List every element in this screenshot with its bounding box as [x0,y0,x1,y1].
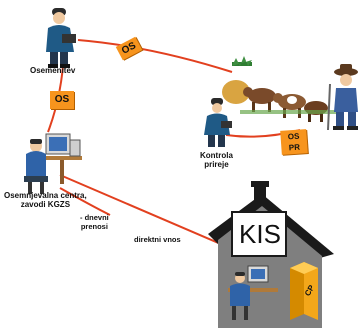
tag-os-pr: OS PR [280,129,308,155]
workstation-centra-icon [24,133,82,194]
kis-title: KIS [239,219,281,249]
label-dnevni-prenosi: - dnevni prenosi [80,213,109,231]
label-dnevni-line1: - dnevni [80,213,109,222]
kis-house-icon [208,181,334,328]
person-osemenitev-icon [46,8,76,68]
tag-os-pr-line2: PR [288,142,301,153]
person-kontrola-icon [204,98,232,147]
label-osemnjevalna-centra: Osemnjevalna centra, zavodi KGZS [4,191,87,209]
edge-dnevni-prenosi [59,187,111,216]
label-kontrola-prireje: Kontrola prireje [200,151,233,169]
label-kontrola-line2: prireje [204,160,229,169]
label-centra-line2: zavodi KGZS [20,200,71,209]
tag-os-left: OS [50,91,74,109]
label-dnevni-line2: prenosi [80,222,108,231]
label-centra-line1: Osemnjevalna centra, [4,191,87,200]
edge-osemenitev-kontrola [77,39,233,73]
label-direktni-vnos: direktni vnos [134,235,181,244]
label-osemenitev: Osemenitev [30,66,76,75]
farm-scene-icon [222,56,358,131]
label-kontrola-line1: Kontrola [200,151,233,160]
